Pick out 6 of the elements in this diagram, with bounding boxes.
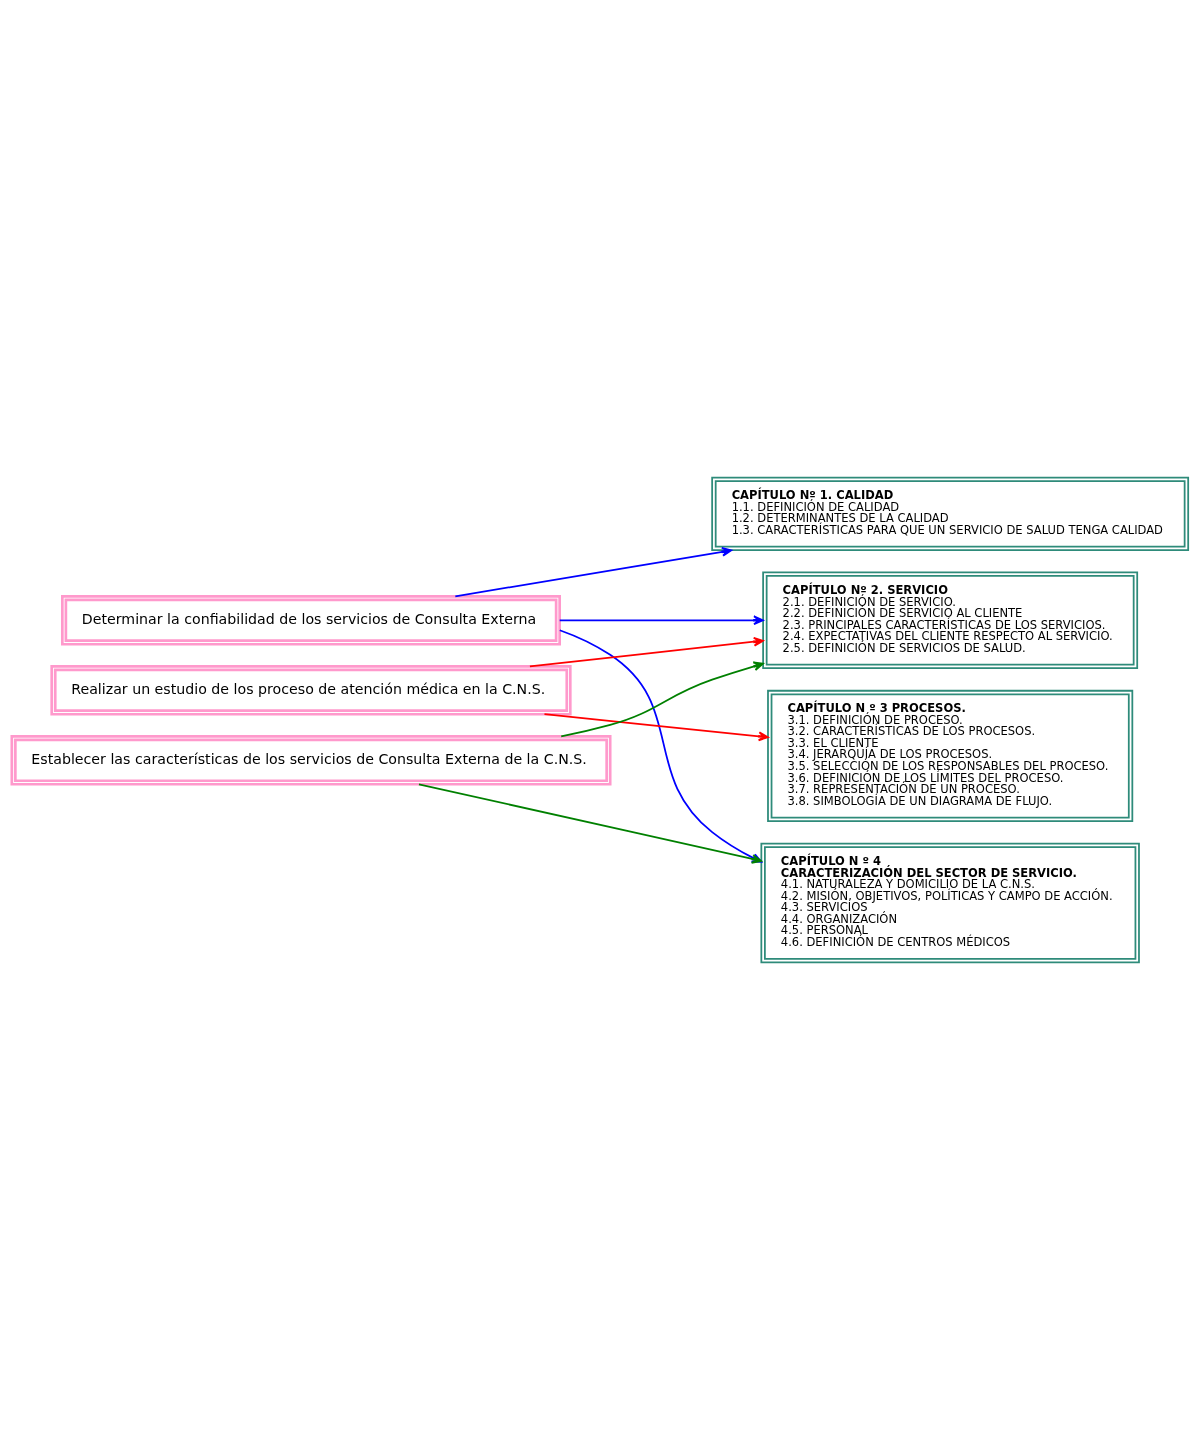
arrow [543, 712, 769, 741]
node-box: Establecer las características de los servicios de Consulta Externa de la C.N.S. [10, 734, 612, 786]
arrow [558, 614, 764, 625]
arrow [454, 546, 733, 597]
arrow [560, 660, 764, 737]
arrow [529, 636, 764, 667]
